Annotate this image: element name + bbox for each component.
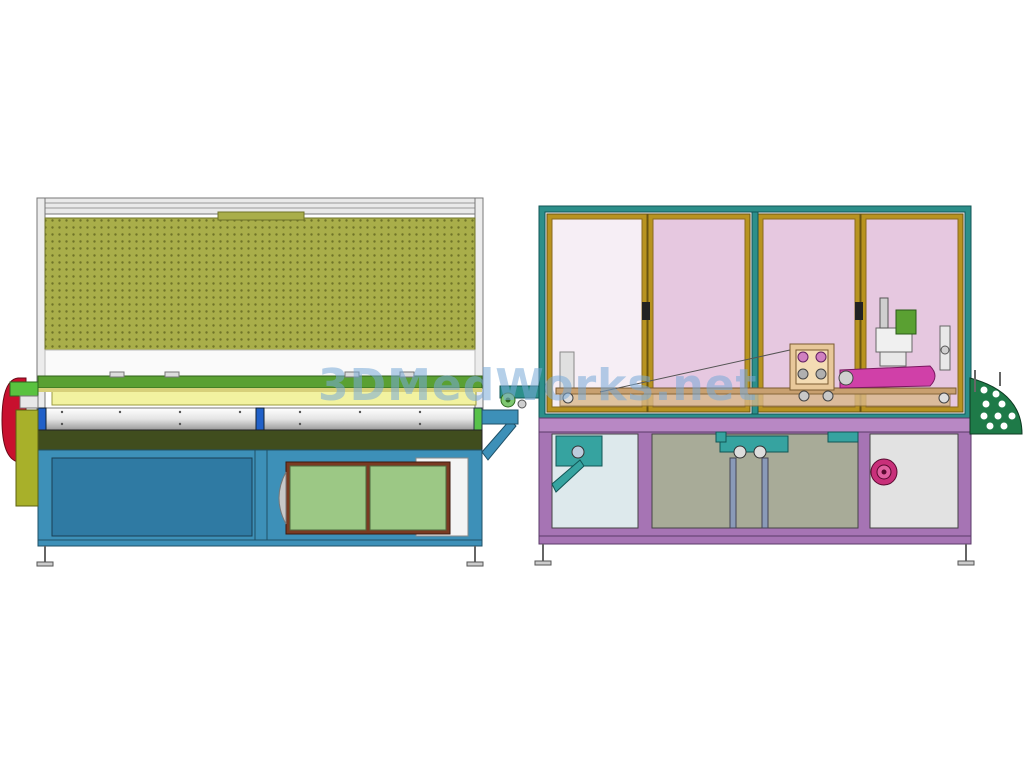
- panel-top-tab: [217, 211, 305, 221]
- leveling-foot-icon: [957, 544, 975, 566]
- door-hinge-icon: [642, 302, 650, 320]
- cabinet-door-1[interactable]: [546, 213, 648, 413]
- left-base-panel: [51, 457, 253, 537]
- right-machine: [534, 205, 1023, 566]
- left-machine: [1, 197, 541, 567]
- pulley-icon: [500, 392, 516, 408]
- yellow-belt: [51, 390, 477, 406]
- red-pulley-disk: [870, 458, 898, 486]
- leveling-foot-icon: [534, 544, 552, 566]
- base-window-3: [869, 433, 959, 529]
- door-hinge-icon: [855, 302, 863, 320]
- green-roller-bar: [37, 375, 483, 389]
- diagonal-support: [481, 419, 517, 461]
- leveling-foot-icon: [36, 546, 54, 567]
- cabinet-door-2[interactable]: [647, 213, 751, 413]
- leveling-foot-icon: [466, 546, 484, 567]
- interior-mechanism: [555, 297, 957, 407]
- dark-olive-bar: [37, 429, 483, 451]
- gauge-icon: [969, 370, 1023, 435]
- perforated-panel: [44, 217, 476, 351]
- yellow-feeder-block: [15, 409, 39, 507]
